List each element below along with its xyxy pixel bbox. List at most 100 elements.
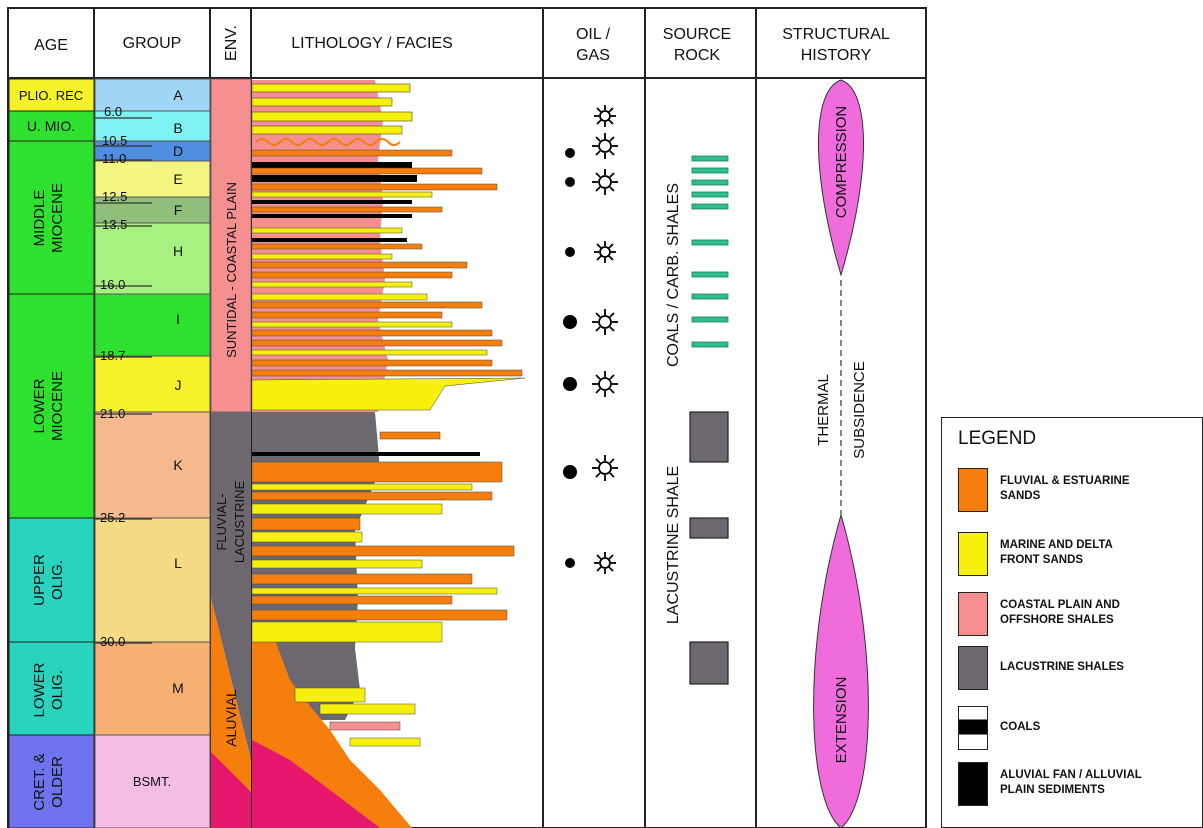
header-oil-gas-2: GAS — [576, 47, 610, 64]
gas-symbol-6 — [592, 371, 618, 397]
sand-e2 — [252, 184, 497, 190]
gas-symbol-2 — [592, 133, 618, 159]
sand-b2 — [252, 126, 402, 134]
sand-l8 — [252, 610, 507, 620]
svg-text:LOWER: LOWER — [31, 662, 48, 717]
header-group: GROUP — [123, 35, 182, 52]
sand-l4 — [252, 560, 422, 568]
sand-m1 — [295, 688, 365, 702]
header-oil-gas-1: OIL / — [576, 26, 611, 43]
gas-symbol-5 — [592, 309, 618, 335]
header-source-2: ROCK — [674, 47, 721, 64]
coal-marker-2 — [692, 168, 728, 173]
header-struct-1: STRUCTURAL — [782, 26, 890, 43]
sand-h5 — [252, 272, 452, 278]
tick-18-7: 18.7 — [100, 348, 125, 363]
svg-text:LOWER: LOWER — [31, 378, 48, 433]
tick-10-5: 10.5 — [102, 133, 127, 148]
sand-h2 — [252, 244, 422, 249]
sand-e3 — [252, 192, 432, 197]
sand-i6 — [252, 340, 502, 346]
gas-symbols — [592, 105, 618, 574]
coal-k1 — [252, 452, 480, 456]
group-label-k: K — [173, 457, 183, 473]
stratigraphic-chart: AGE GROUP ENV. LITHOLOGY / FACIES OIL / … — [0, 0, 940, 828]
sand-l5 — [252, 574, 472, 584]
coal-marker-5 — [692, 204, 728, 209]
sand-l9 — [252, 622, 442, 642]
header-struct-2: HISTORY — [801, 47, 872, 64]
gas-symbol-7 — [592, 455, 618, 481]
legend-swatch-fluvial — [958, 468, 988, 512]
sand-m2 — [320, 704, 415, 714]
age-label-lower-olig: LOWER OLIG. — [31, 662, 66, 717]
group-i — [95, 294, 210, 356]
coal-f2 — [252, 214, 412, 218]
coal-h1 — [252, 238, 407, 242]
gas-symbol-4 — [594, 241, 616, 263]
sand-i4 — [252, 322, 452, 327]
svg-text:OLIG.: OLIG. — [49, 670, 66, 710]
lacustrine-shale-markers — [690, 412, 728, 684]
sand-d1 — [252, 150, 452, 156]
oil-dot-4 — [563, 315, 577, 329]
oil-dot-3 — [565, 247, 575, 257]
group-label-f: F — [174, 202, 183, 218]
header-env: ENV. — [223, 25, 240, 61]
legend-text-lacustrine: LACUSTRINE SHALES — [1000, 660, 1160, 675]
lacustrine-marker-3 — [690, 642, 728, 684]
oil-dot-2 — [565, 177, 575, 187]
coal-e1 — [252, 162, 412, 168]
legend-text-alluvial: ALUVIAL FAN / ALLUVIALPLAIN SEDIMENTS — [1000, 768, 1160, 798]
source-label-coals: COALS / CARB. SHALES — [665, 183, 682, 367]
env-label-lacustrine: LACUSTRINE — [232, 481, 247, 564]
tick-21-0: 21.0 — [100, 406, 125, 421]
svg-text:OLIG.: OLIG. — [49, 560, 66, 600]
header-lithology: LITHOLOGY / FACIES — [291, 35, 453, 52]
sand-a1 — [252, 84, 410, 92]
group-label-l: L — [174, 555, 182, 571]
sand-l6 — [252, 588, 497, 594]
group-label-m: M — [172, 680, 184, 696]
group-m — [95, 642, 210, 735]
legend-text-coals: COALS — [1000, 720, 1160, 735]
oil-dot-7 — [565, 558, 575, 568]
legend-swatch-coastal — [958, 592, 988, 636]
coal-marker-10 — [692, 342, 728, 347]
lacustrine-marker-1 — [690, 412, 728, 462]
source-rock-column — [692, 156, 728, 347]
group-label-bsmt: BSMT. — [133, 774, 171, 789]
legend-swatch-lacustrine — [958, 646, 988, 690]
tick-30-0: 30.0 — [100, 634, 125, 649]
lithology-column — [252, 80, 525, 828]
sand-l2 — [252, 532, 362, 542]
tick-13-5: 13.5 — [102, 217, 127, 232]
gas-symbol-3 — [592, 169, 618, 195]
coal-marker-3 — [692, 180, 728, 185]
tick-16-0: 16.0 — [100, 277, 125, 292]
sand-j3 — [252, 378, 525, 410]
sand-m4 — [350, 738, 420, 746]
age-label-middle-miocene: MIDDLE MIOCENE — [31, 183, 66, 253]
age-label-cret: CRET. & OLDER — [31, 753, 66, 811]
struct-label-compression: COMPRESSION — [833, 106, 850, 219]
group-label-e: E — [173, 171, 182, 187]
sand-l1 — [252, 518, 360, 530]
group-j — [95, 356, 210, 412]
group-label-h: H — [173, 243, 183, 259]
gas-symbol-1 — [594, 105, 616, 127]
tick-12-5: 12.5 — [102, 189, 127, 204]
coal-marker-7 — [692, 272, 728, 277]
coal-marker-1 — [692, 156, 728, 161]
sand-k4 — [252, 492, 492, 500]
tick-25-2: 25.2 — [100, 510, 125, 525]
coal-f1 — [252, 200, 412, 204]
age-label-lower-miocene: LOWER MIOCENE — [31, 371, 66, 441]
legend-swatch-alluvial — [958, 762, 988, 806]
sand-h4 — [252, 262, 467, 268]
oil-gas-column — [563, 148, 577, 568]
sand-b1 — [252, 112, 412, 121]
coal-marker-9 — [692, 317, 728, 322]
age-label-plio: PLIO. REC — [19, 88, 83, 103]
